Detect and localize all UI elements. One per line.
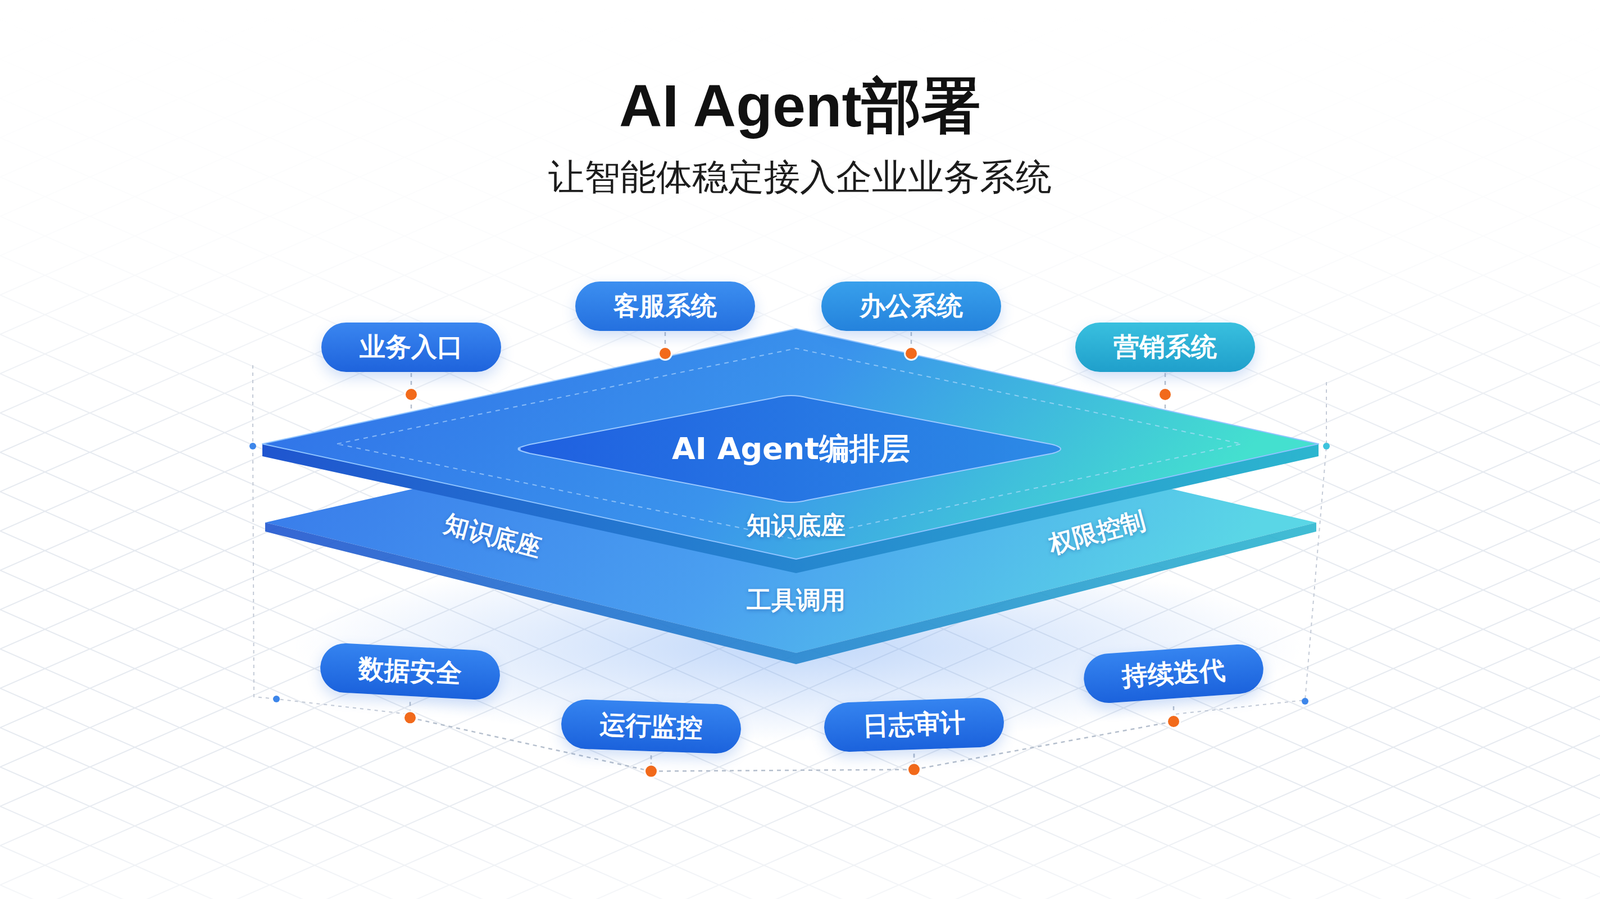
pill-label: 运行监控	[598, 707, 704, 746]
system-pill: 办公系统	[821, 281, 1002, 331]
dot-halo	[643, 764, 659, 779]
dashed-connector	[1164, 373, 1167, 411]
pill-label: 办公系统	[859, 288, 963, 324]
orange-dot	[405, 388, 417, 400]
orange-dot	[404, 711, 416, 724]
dot-halo	[1166, 714, 1181, 729]
subtitle: 让智能体稳定接入企业业务系统	[0, 152, 1600, 202]
system-pill: 数据安全	[319, 642, 502, 702]
orange-dot	[645, 765, 657, 777]
pill-label: 客服系统	[613, 288, 717, 324]
pill-label: 数据安全	[357, 651, 463, 692]
orange-dot	[908, 764, 920, 776]
pill-label: 日志审计	[861, 705, 967, 744]
dashed-connector	[651, 753, 915, 772]
dashed-connector	[410, 373, 413, 412]
pill-label: 营销系统	[1113, 329, 1217, 365]
layer-label: 知识底座	[746, 508, 846, 543]
corner-dot	[1323, 442, 1330, 450]
system-pill: 客服系统	[575, 281, 756, 331]
dot-halo	[403, 387, 419, 402]
layer-title: AI Agent编排层	[671, 428, 911, 470]
pill-label: 业务入口	[359, 329, 463, 365]
dot-halo	[643, 764, 659, 779]
pill-label: 持续迭代	[1120, 652, 1227, 695]
corner-dot	[1301, 697, 1309, 705]
dot-halo	[906, 762, 922, 777]
orange-dot	[1159, 388, 1171, 400]
system-pill: 营销系统	[1075, 322, 1256, 372]
dashed-connector	[664, 332, 667, 357]
orange-dot	[908, 764, 920, 776]
dot-halo	[906, 762, 922, 777]
top-layer	[262, 328, 1319, 559]
dashed-connector	[910, 332, 913, 354]
corner-dot	[249, 442, 257, 450]
system-pill: 日志审计	[823, 696, 1006, 753]
system-pill: 业务入口	[321, 322, 502, 372]
orange-dot	[1167, 715, 1180, 727]
dot-halo	[402, 710, 418, 725]
layer-label: 工具调用	[746, 583, 846, 617]
orchestration-diamond: AI Agent编排层	[512, 394, 1070, 504]
orange-dot	[645, 765, 657, 777]
system-pill: 运行监控	[560, 698, 743, 754]
dot-halo	[1157, 387, 1173, 402]
diamond-outline	[518, 395, 1061, 503]
corner-dot	[273, 695, 280, 703]
title: AI Agent部署	[0, 66, 1600, 147]
